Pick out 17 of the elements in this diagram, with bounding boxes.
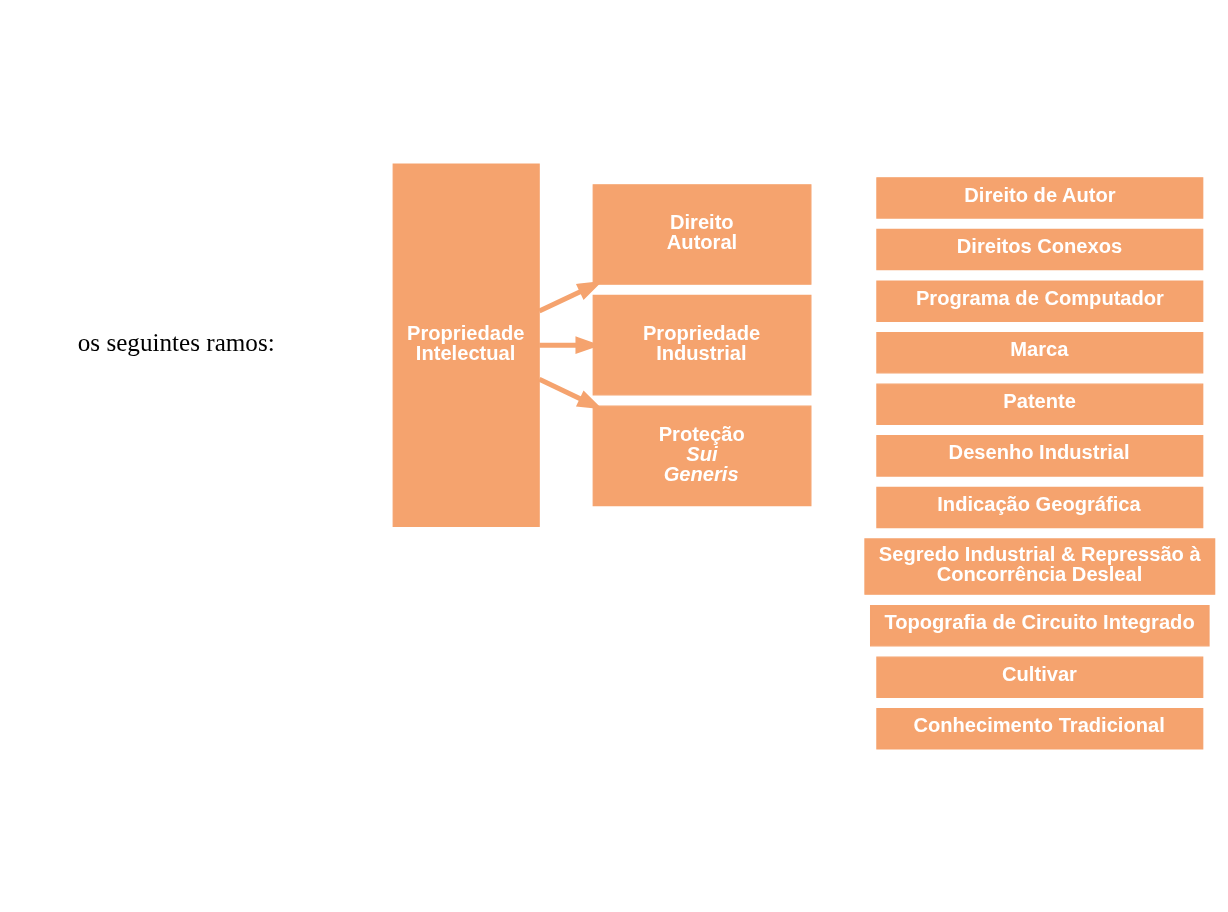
node-box: Conhecimento Tradicional (876, 707, 1204, 750)
node-box: Propriedade Intelectual (392, 162, 540, 527)
node-box: Cultivar (876, 656, 1204, 698)
node-box: Programa de Computador (876, 279, 1204, 322)
node-box: Proteção Sui Generis (592, 405, 812, 506)
node-box: Patente (876, 383, 1204, 425)
arrow (538, 376, 603, 409)
node-box: Marca (876, 331, 1204, 373)
node-box: Indicação Geográfica (876, 486, 1204, 528)
node-box: Direito Autoral (592, 183, 812, 285)
node-box: Desenho Industrial (876, 434, 1204, 477)
node-box: Direito de Autor (876, 176, 1204, 219)
label: os seguintes ramos: (77, 328, 275, 356)
node-box: Topografia de Circuito Integrado (870, 604, 1210, 646)
node-box: Segredo Industrial & Repressão à Concorrência Desleal (864, 537, 1216, 595)
node-box: Propriedade Industrial (592, 294, 812, 395)
node-box: Direitos Conexos (876, 228, 1204, 270)
